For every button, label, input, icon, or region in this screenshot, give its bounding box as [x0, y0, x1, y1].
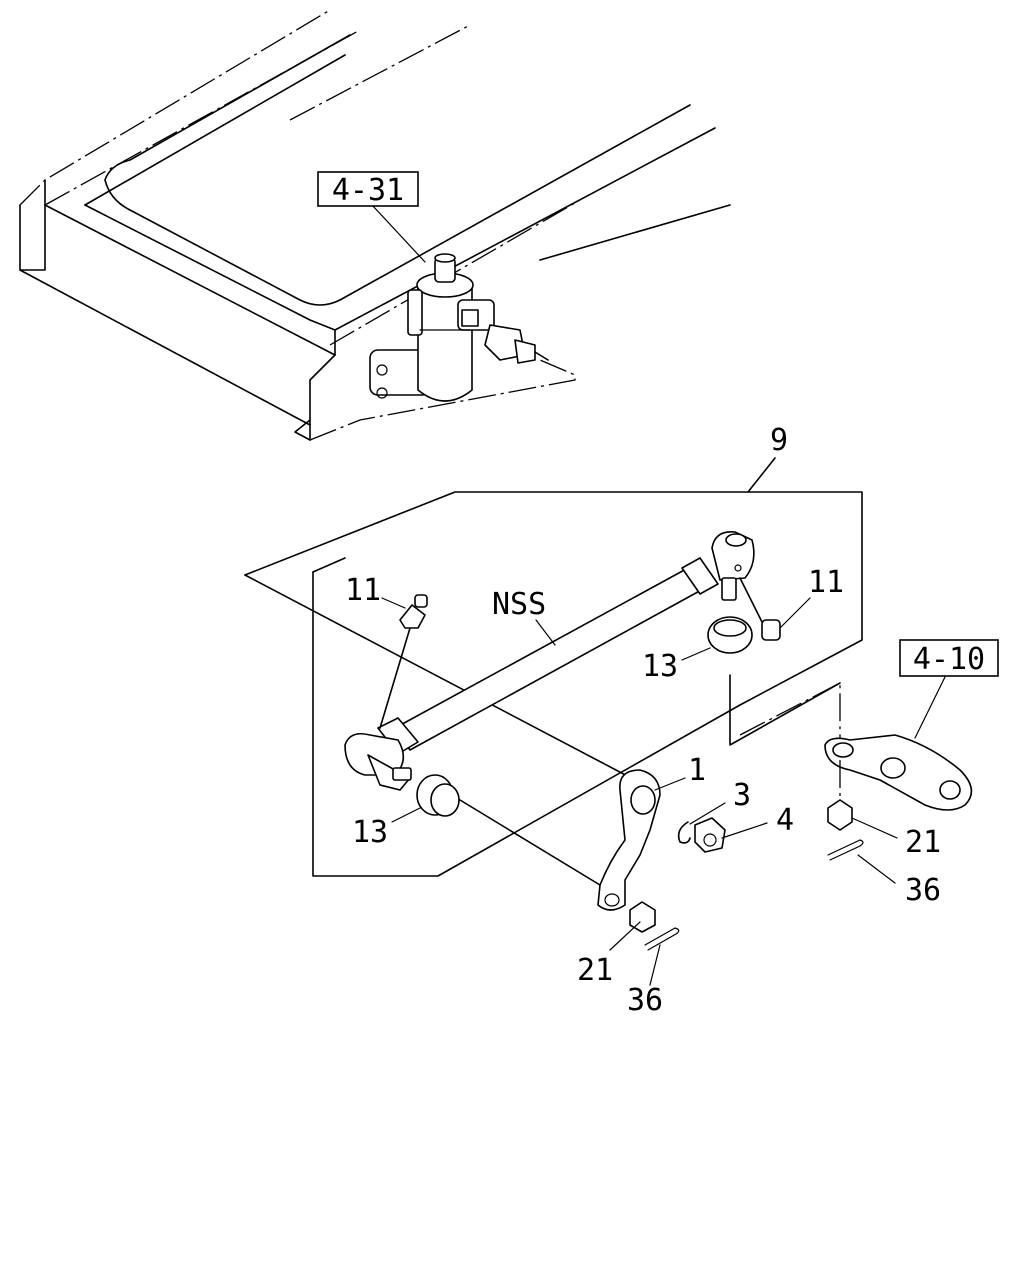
pitman-arm [824, 734, 973, 811]
callout-11-right: 11 [808, 565, 844, 600]
leader-lines [371, 204, 946, 986]
callout-4: 4 [776, 803, 794, 838]
assembly-9-outline [244, 457, 863, 877]
callout-36-right: 36 [905, 873, 941, 908]
callouts: 9 NSS 11 11 13 13 1 3 4 21 36 21 36 [345, 423, 941, 1018]
reference-4-10[interactable]: 4-10 [899, 639, 999, 677]
dust-seals [416, 616, 753, 817]
callout-13-upper: 13 [642, 649, 678, 684]
callout-21-right: 21 [905, 825, 941, 860]
callout-21-lower: 21 [577, 953, 613, 988]
steering-gear [369, 253, 549, 402]
callout-13-lower: 13 [352, 815, 388, 850]
callout-9: 9 [770, 423, 788, 458]
reference-4-10-label: 4-10 [913, 642, 985, 677]
grease-nipples [379, 577, 781, 729]
idler-arm [459, 769, 661, 911]
callout-3: 3 [733, 778, 751, 813]
castle-nuts-and-cotter-pins [629, 799, 864, 951]
reference-4-31-box [317, 171, 419, 207]
reference-4-31[interactable]: 4-31 [317, 171, 419, 208]
reference-4-10-box [899, 639, 999, 677]
tie-rod [344, 531, 755, 791]
callout-1: 1 [688, 753, 706, 788]
snap-ring-and-nut [677, 817, 726, 853]
frame-rail [19, 9, 731, 441]
callout-11-left: 11 [345, 573, 381, 608]
callout-nss: NSS [492, 587, 546, 622]
reference-4-31-label: 4-31 [332, 173, 404, 208]
callout-36-lower: 36 [627, 983, 663, 1018]
